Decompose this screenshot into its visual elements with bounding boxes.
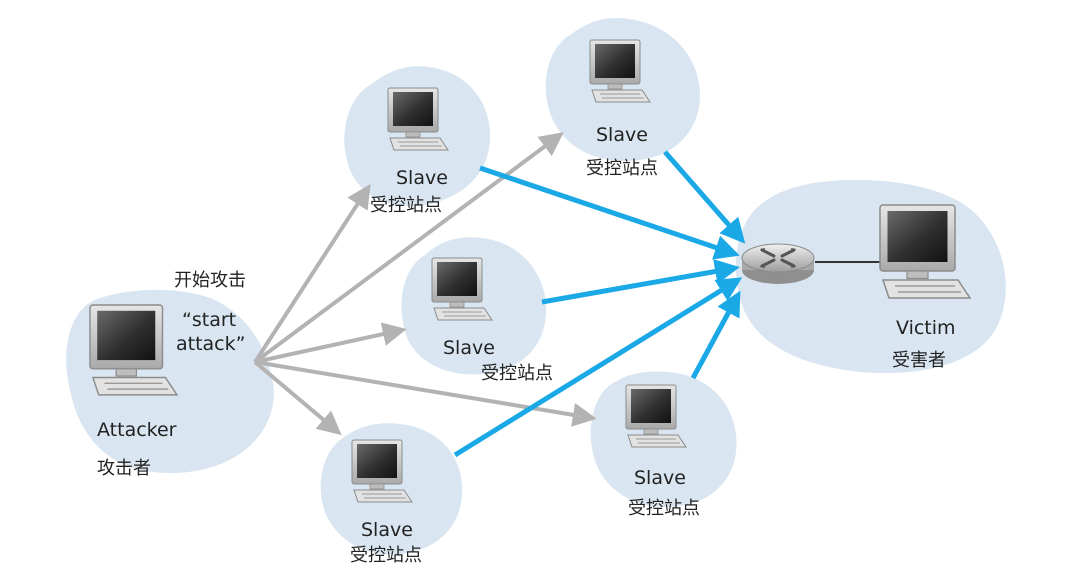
slave-bottom-left-label: Slave [361, 519, 413, 541]
command-arrow-to-slave-bottom-left [253, 360, 342, 436]
attack-arrow-from-slave-top-right [663, 150, 746, 244]
command-arrow-to-slave-bottom-right [254, 360, 597, 427]
attacker-label-cn: 攻击者 [97, 458, 151, 479]
slave-bottom-left-label-cn: 受控站点 [350, 545, 422, 566]
attack-arrow-from-slave-middle [541, 259, 740, 305]
command-arrows [253, 132, 597, 436]
slave-middle-label: Slave [443, 337, 495, 359]
slave-top-right-cloud [545, 17, 700, 161]
slave-top-right-label: Slave [596, 124, 648, 146]
attack-arrows [453, 150, 746, 458]
attack-arrow-from-slave-bottom-left [453, 277, 743, 458]
router-icon [741, 243, 815, 284]
command-arrow-to-slave-top-right [253, 132, 564, 364]
slave-top-left-label-cn: 受控站点 [370, 195, 442, 216]
attack-arrow-from-slave-bottom-right [690, 290, 741, 380]
victim-label: Victim [896, 317, 956, 339]
slave-bottom-right-label-cn: 受控站点 [628, 498, 700, 519]
command-arrow-to-slave-top-left [253, 183, 371, 364]
slave-bottom-right-label: Slave [634, 467, 686, 489]
slave-middle-label-cn: 受控站点 [481, 363, 553, 384]
attacker-label: Attacker [97, 419, 177, 441]
command-arrow-to-slave-middle [254, 322, 407, 364]
slave-top-right-label-cn: 受控站点 [586, 158, 658, 179]
victim-label-cn: 受害者 [892, 350, 946, 371]
attack-command-label-line2: attack” [176, 333, 246, 355]
attack-arrow-from-slave-top-left [479, 165, 740, 260]
slave-top-left-label: Slave [396, 167, 448, 189]
attack-command-label-cn: 开始攻击 [174, 270, 246, 291]
attack-command-label-line1: “start [182, 309, 237, 331]
